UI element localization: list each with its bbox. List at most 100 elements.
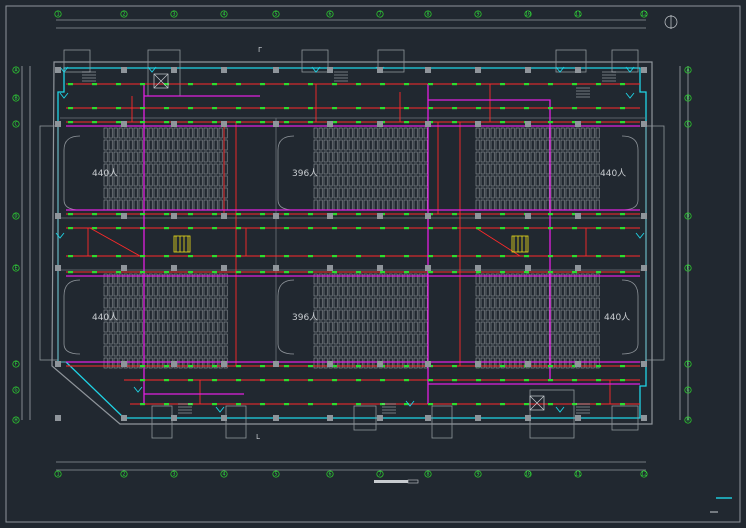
- light-fixture: [188, 107, 193, 110]
- light-fixtures: [55, 66, 645, 413]
- top-note: Γ: [258, 46, 262, 54]
- column: [475, 67, 481, 73]
- axis-bubble: H: [684, 416, 692, 424]
- column: [327, 67, 333, 73]
- light-fixture: [284, 255, 289, 258]
- axis-bubble-label: 11: [575, 472, 581, 478]
- light-fixture: [332, 365, 337, 368]
- light-fixture: [380, 83, 385, 86]
- light-fixture: [356, 271, 361, 274]
- seat-block: [313, 127, 428, 211]
- light-fixture: [92, 121, 97, 124]
- light-fixture: [356, 83, 361, 86]
- light-fixture: [428, 83, 433, 86]
- axis-bubble-label: 4: [222, 472, 225, 478]
- axis-bubble-label: 5: [274, 12, 277, 18]
- column: [377, 415, 383, 421]
- column: [327, 121, 333, 127]
- light-fixture: [380, 271, 385, 274]
- axis-bubble-label: 11: [575, 12, 581, 18]
- light-fixture: [308, 83, 313, 86]
- light-fixture: [356, 121, 361, 124]
- light-fixture: [596, 255, 601, 258]
- light-fixture: [260, 121, 265, 124]
- light-fixture: [92, 107, 97, 110]
- axis-bubble-label: 6: [328, 472, 331, 478]
- axis-bubble-label: 8: [426, 472, 429, 478]
- light-fixture: [548, 83, 553, 86]
- column: [171, 265, 177, 271]
- scale-bar: [374, 479, 419, 484]
- light-fixture: [524, 107, 529, 110]
- light-fixture: [572, 365, 577, 368]
- light-fixture: [236, 379, 241, 382]
- column: [221, 213, 227, 219]
- axis-bubble-label: 2: [122, 472, 125, 478]
- light-fixture: [164, 107, 169, 110]
- light-fixture: [164, 271, 169, 274]
- axis-bubble: 8: [424, 10, 432, 18]
- light-fixture: [188, 271, 193, 274]
- light-fixture: [452, 255, 457, 258]
- axis-bubble-label: F: [686, 362, 689, 368]
- light-fixture: [356, 403, 361, 406]
- exit-sign-icon: [55, 232, 65, 239]
- light-fixture: [428, 379, 433, 382]
- light-fixture: [356, 379, 361, 382]
- light-fixture: [596, 403, 601, 406]
- light-fixture: [596, 379, 601, 382]
- column: [575, 121, 581, 127]
- column: [575, 415, 581, 421]
- light-fixture: [260, 403, 265, 406]
- light-fixture: [548, 379, 553, 382]
- axis-bubble: 11: [574, 470, 582, 478]
- light-fixture: [284, 121, 289, 124]
- light-fixture: [572, 227, 577, 230]
- light-fixture: [212, 121, 217, 124]
- axis-bubble-label: 12: [641, 472, 647, 478]
- light-fixture: [164, 83, 169, 86]
- light-fixture: [236, 227, 241, 230]
- light-fixture: [620, 403, 625, 406]
- light-fixture: [476, 107, 481, 110]
- column: [121, 265, 127, 271]
- exit-sign-icon: [59, 92, 69, 99]
- light-fixture: [140, 271, 145, 274]
- column: [377, 67, 383, 73]
- light-fixture: [68, 83, 73, 86]
- bottom-note: L: [256, 433, 260, 441]
- light-fixture: [332, 121, 337, 124]
- exit-sign-icon: [147, 66, 157, 73]
- light-fixture: [140, 83, 145, 86]
- light-fixture: [260, 227, 265, 230]
- drawing-frame: [5, 5, 741, 523]
- light-fixture: [332, 255, 337, 258]
- light-fixture: [308, 271, 313, 274]
- column: [121, 415, 127, 421]
- light-fixture: [500, 379, 505, 382]
- column: [121, 213, 127, 219]
- light-fixture: [68, 121, 73, 124]
- light-fixture: [212, 227, 217, 230]
- light-fixture: [404, 107, 409, 110]
- column: [55, 265, 61, 271]
- light-fixture: [524, 271, 529, 274]
- axis-bubble: H: [12, 416, 20, 424]
- light-fixture: [140, 213, 145, 216]
- light-fixture: [212, 213, 217, 216]
- axis-bubble: 1: [54, 470, 62, 478]
- axis-bubble: 7: [376, 470, 384, 478]
- exit-sign-icon: [405, 400, 415, 407]
- light-fixture: [236, 365, 241, 368]
- light-fixture: [188, 121, 193, 124]
- axis-bubble-label: 5: [274, 472, 277, 478]
- light-fixture: [572, 83, 577, 86]
- light-fixture: [92, 83, 97, 86]
- light-fixture: [164, 379, 169, 382]
- axis-bubble-label: A: [686, 68, 689, 74]
- axis-bubble: F: [684, 360, 692, 368]
- light-fixture: [212, 403, 217, 406]
- light-fixture: [116, 107, 121, 110]
- axis-bubble-label: G: [14, 388, 17, 394]
